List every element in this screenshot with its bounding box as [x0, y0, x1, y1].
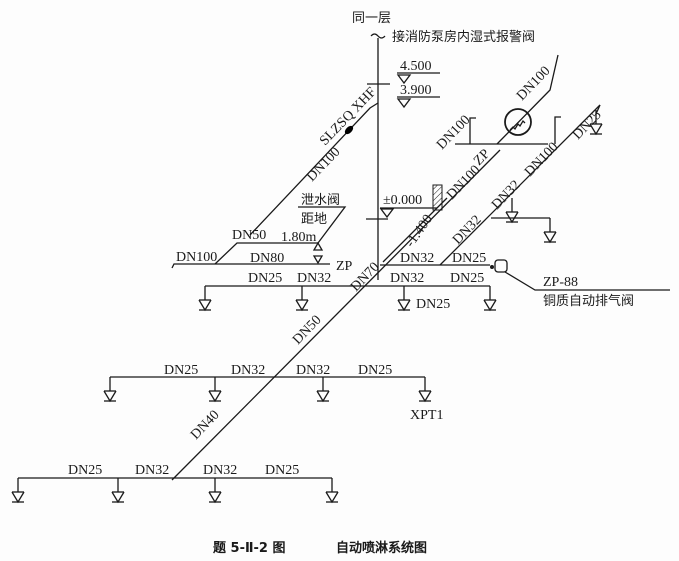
label-dn80: DN80 — [250, 251, 284, 266]
sprinkler-icon — [418, 376, 432, 402]
sprinkler-icon — [208, 477, 222, 503]
source-note: 接消防泵房内湿式报警阀 — [392, 29, 535, 45]
sprinkler-icon — [325, 477, 339, 503]
air-valve-icon — [494, 259, 508, 273]
signal-valve-icon — [344, 125, 354, 135]
air-valve-leader — [504, 271, 670, 291]
sprinkler-icon — [111, 477, 125, 503]
pipe-dn100-valve — [496, 54, 559, 145]
sprinkler-icon — [103, 376, 117, 402]
elevation-4500: 4.500 — [400, 59, 432, 74]
alarm-valve-spring-icon — [509, 119, 526, 131]
label: DN25 — [416, 297, 450, 312]
label: DN25 — [450, 271, 484, 286]
label: DN25 — [68, 463, 102, 478]
pipe-second-diagonal — [439, 104, 601, 266]
label: DN25 — [570, 108, 605, 143]
label-dn100-loopl: DN100 — [434, 113, 473, 153]
label-dn50-main: DN50 — [290, 313, 325, 348]
label: DN32 — [203, 463, 237, 478]
label: DN32 — [450, 213, 485, 248]
pipe-dn50-drain — [214, 242, 318, 265]
drain-leader — [298, 206, 347, 244]
sprinkler-icon — [316, 376, 330, 402]
label: DN25 — [248, 271, 282, 286]
sprinkler-icon — [295, 285, 309, 311]
drain-distance-label: 距地 — [301, 212, 327, 227]
caption-title: 自动喷淋系统图 — [336, 540, 427, 556]
label: DN32 — [296, 363, 330, 378]
label: DN25 — [452, 251, 486, 266]
label: DN32 — [231, 363, 265, 378]
label: DN32 — [489, 178, 524, 213]
gate-valve-icon — [469, 117, 476, 144]
label: DN25 — [164, 363, 198, 378]
label: DN100 — [522, 140, 561, 180]
elevation-marker-icon — [397, 98, 411, 108]
label: DN25 — [265, 463, 299, 478]
drain-valve-icon — [312, 241, 324, 265]
label: DN32 — [400, 251, 434, 266]
elevation-3900: 3.900 — [400, 83, 432, 98]
alarm-valve-icon — [504, 108, 532, 136]
drain-height: 1.80m — [281, 230, 317, 245]
air-valve-name: 铜质自动排气阀 — [543, 293, 634, 309]
elevation-0000: ±0.000 — [383, 193, 422, 208]
gate-valve-icon — [554, 116, 561, 144]
sprinkler-icon — [208, 376, 222, 402]
sprinkler-tag: XPT1 — [410, 408, 443, 423]
air-valve-model: ZP-88 — [543, 275, 578, 290]
sprinkler-icon — [11, 477, 25, 503]
drain-label: 泄水阀 — [301, 193, 340, 208]
elevation-marker-icon — [397, 74, 411, 84]
title-top: 同一层 — [352, 11, 391, 26]
label: DN32 — [390, 271, 424, 286]
label-dn100-left: DN100 — [176, 250, 217, 265]
label-dn100-riser: DN100 — [304, 145, 343, 185]
elevation-marker-icon — [380, 208, 394, 218]
wall-section — [432, 184, 443, 211]
valve-label: SLZSQ XHF — [317, 85, 380, 149]
sprinkler-icon — [397, 285, 411, 311]
label-zp-left: ZP — [336, 259, 353, 274]
pipe-main-diagonal — [171, 149, 501, 481]
label: DN32 — [297, 271, 331, 286]
label-dn40: DN40 — [188, 408, 223, 443]
pipe-inlet-1400 — [382, 197, 448, 263]
elevation-minus-1400: -1.400 — [403, 212, 436, 250]
label-dn50-top: DN50 — [232, 228, 266, 243]
sprinkler-icon — [198, 285, 212, 311]
label-dn100-valve: DN100 — [514, 64, 553, 104]
pipe-dn80 — [171, 263, 330, 269]
break-icon — [370, 33, 386, 39]
label-dn100-diag: DN100 — [444, 163, 483, 203]
pipe-stub — [595, 104, 601, 115]
sprinkler-icon — [543, 217, 557, 243]
label: DN32 — [135, 463, 169, 478]
label: DN25 — [358, 363, 392, 378]
caption-number: 题 5-Ⅱ-2 图 — [213, 541, 286, 556]
pipe-joint — [490, 265, 494, 269]
sprinkler-icon — [483, 285, 497, 311]
pipe-dn100-left — [249, 102, 379, 236]
